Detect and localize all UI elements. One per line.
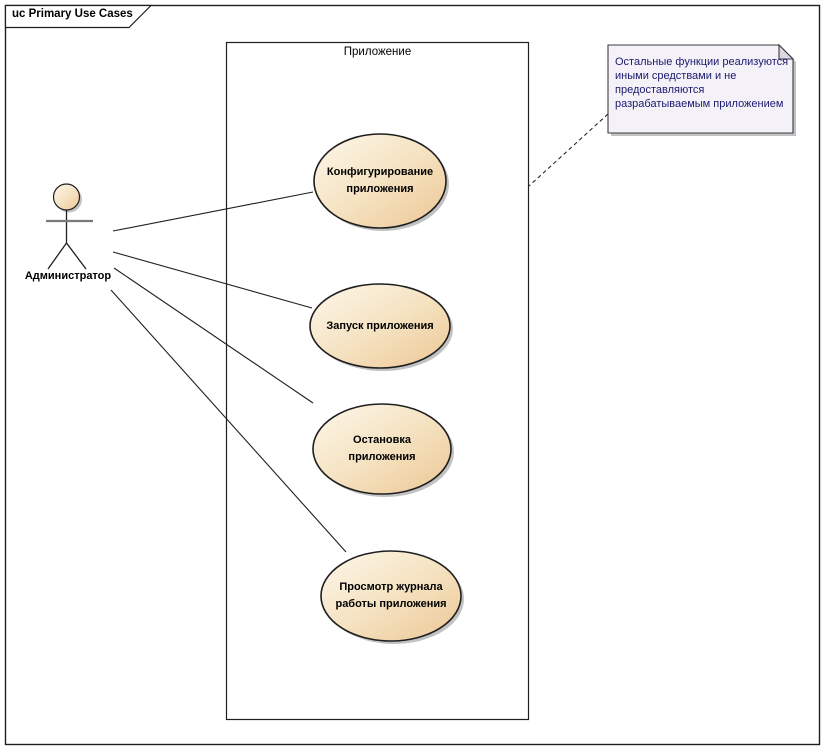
note-link-dashed[interactable] xyxy=(528,113,609,187)
actor-left-leg xyxy=(47,242,68,270)
usecase-ellipse-viewlog[interactable] xyxy=(320,550,462,642)
association-admin-stop[interactable] xyxy=(113,267,314,404)
usecase-ellipse-start[interactable] xyxy=(309,283,451,369)
note-fold-corner-icon xyxy=(778,43,795,60)
actor-head xyxy=(52,183,81,211)
actor-figure[interactable] xyxy=(46,183,93,270)
diagram-frame-tab xyxy=(4,4,153,29)
note-shape[interactable] xyxy=(607,44,794,134)
actor-right-leg xyxy=(65,242,87,270)
usecase-ellipse-stop[interactable] xyxy=(312,403,452,495)
diagram-frame-border xyxy=(4,4,821,746)
association-admin-viewlog[interactable] xyxy=(110,289,347,553)
association-admin-configure[interactable] xyxy=(112,191,314,232)
usecase-ellipse-configure[interactable] xyxy=(313,133,447,229)
association-admin-start[interactable] xyxy=(112,251,313,309)
